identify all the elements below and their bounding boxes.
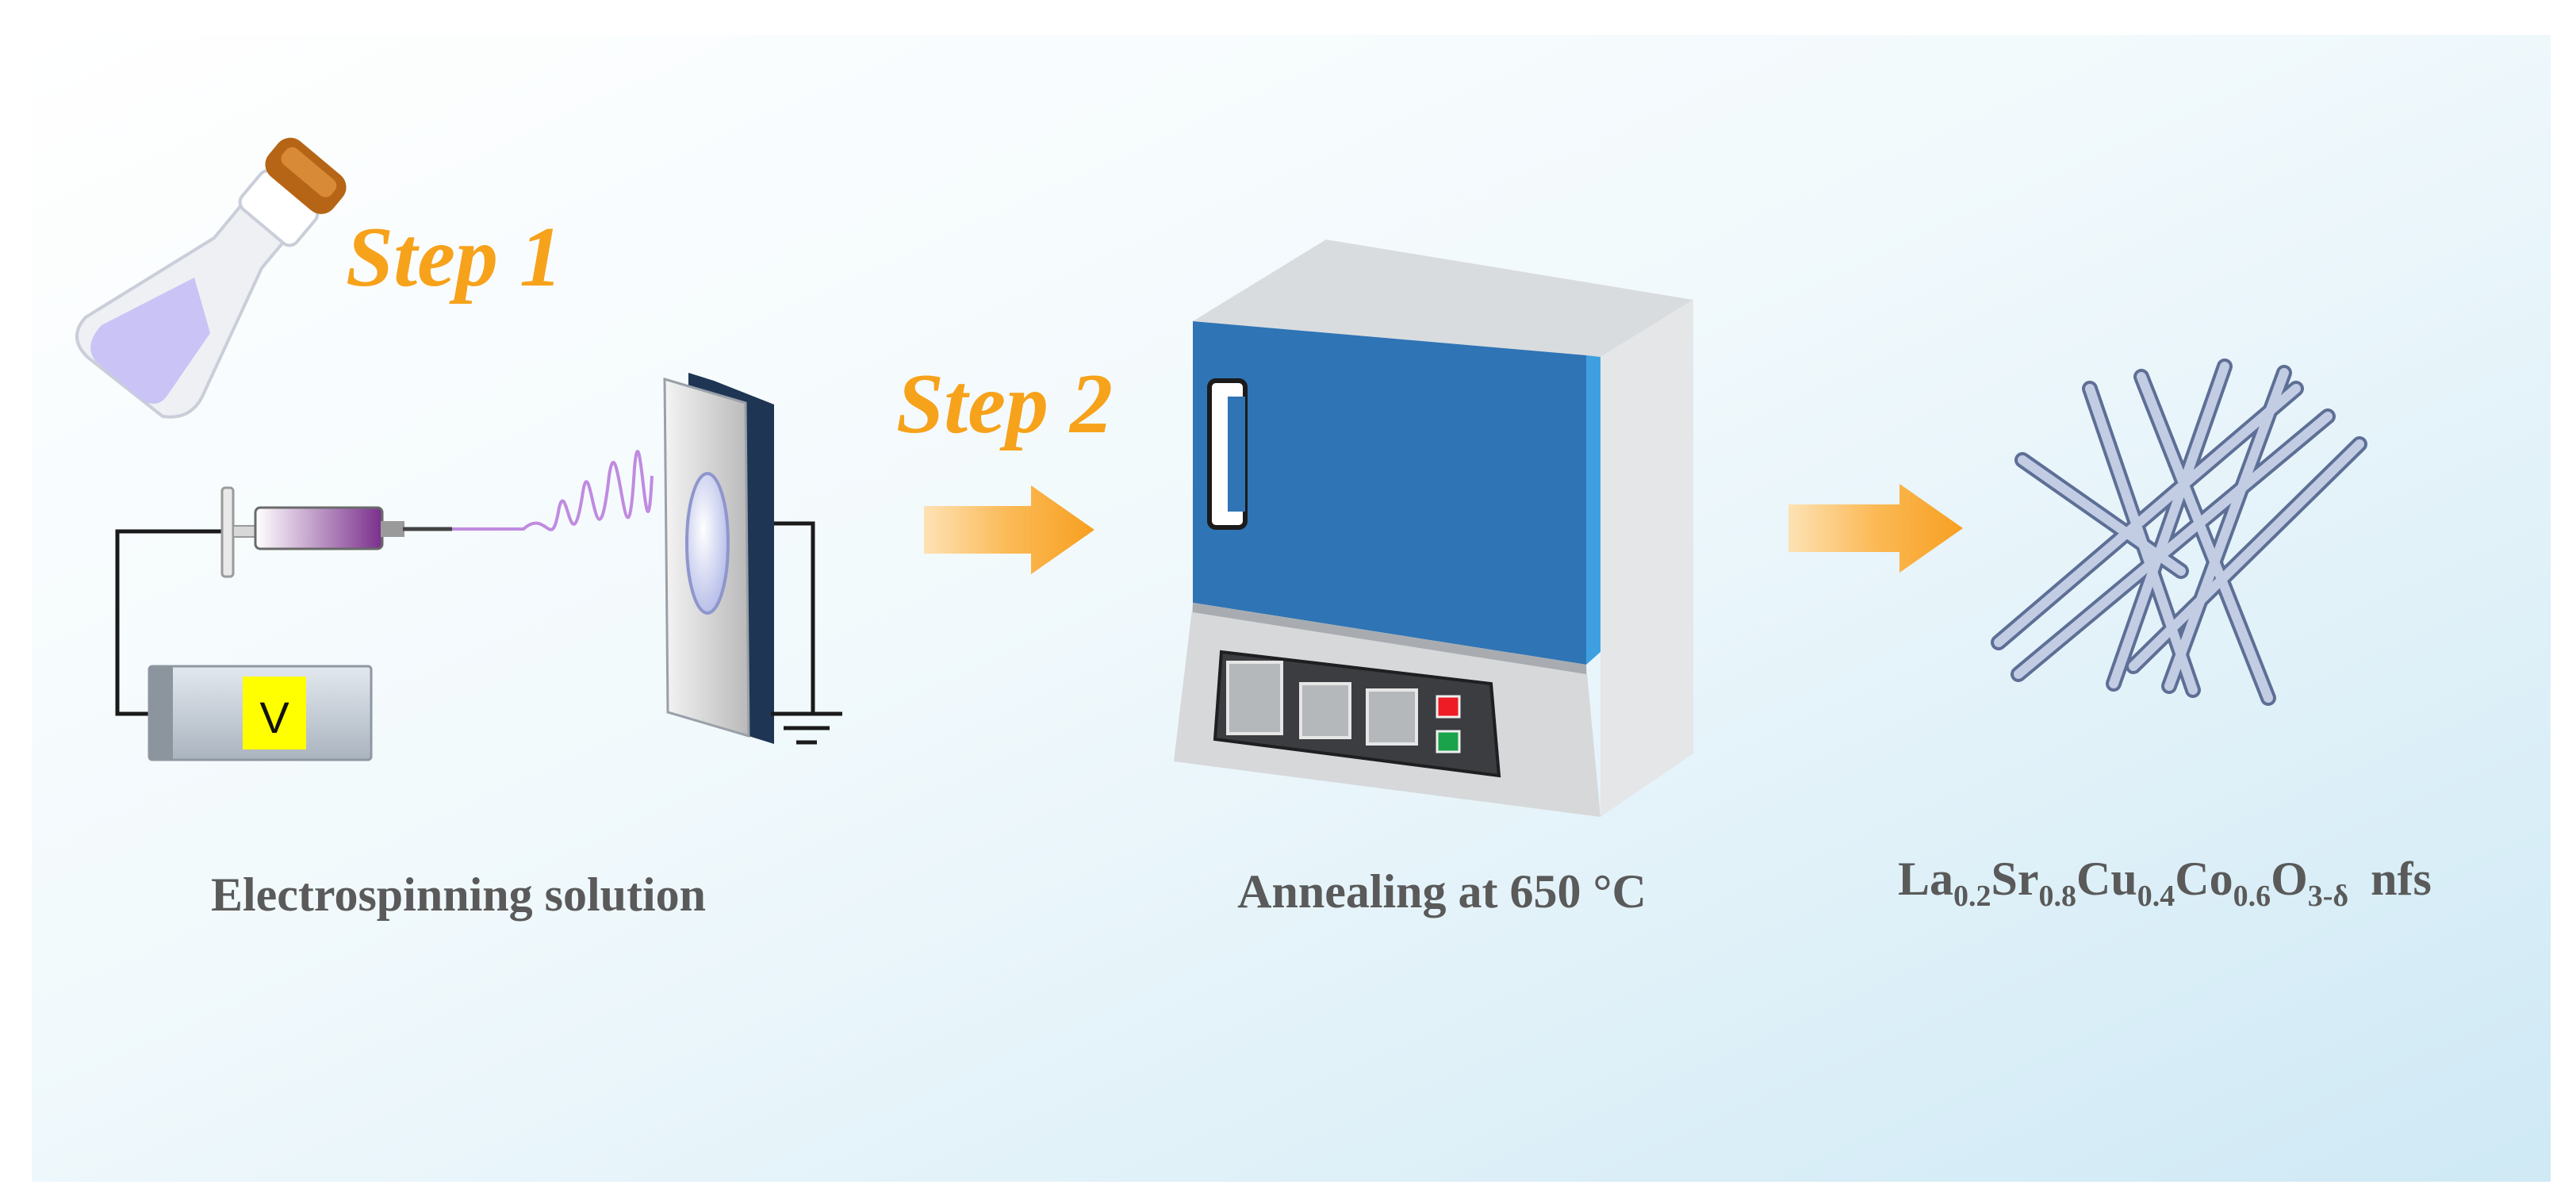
arrow-icon	[924, 485, 1094, 574]
formula-subscript: 0.2	[1953, 880, 1991, 913]
formula-element: Sr	[1991, 853, 2039, 905]
panel-display-2	[1299, 682, 1351, 739]
red-indicator	[1436, 695, 1461, 719]
formula-subscript: 0.4	[2137, 880, 2175, 913]
formula-element: Co	[2175, 853, 2233, 905]
product-caption: La0.2Sr0.8Cu0.4Co0.6O3-δ nfs	[1898, 853, 2432, 913]
formula-suffix: nfs	[2371, 853, 2432, 905]
electrospinning-caption: Electrospinning solution	[211, 868, 706, 921]
arrow-icon	[1788, 484, 1963, 573]
furnace-icon	[1174, 240, 1693, 817]
voltmeter-display	[243, 677, 306, 750]
nanofibers-icon	[1991, 358, 2367, 706]
control-panel	[1213, 650, 1501, 778]
collector-plate-icon	[663, 373, 774, 744]
step1-label: Step 1	[346, 210, 562, 305]
panel-display-1	[1226, 661, 1283, 735]
green-indicator	[1436, 730, 1461, 753]
flask-icon	[75, 137, 347, 419]
circuit-wires	[115, 521, 815, 716]
formula-subscript: 3-δ	[2308, 880, 2348, 913]
formula-element: Cu	[2076, 853, 2137, 905]
formula-element: O	[2271, 853, 2308, 905]
voltage-source-icon: V	[148, 665, 373, 761]
ground-icon	[771, 711, 842, 745]
annealing-caption: Annealing at 650 °C	[1237, 865, 1646, 918]
fiber-jet	[452, 450, 654, 531]
syringe-icon	[220, 486, 452, 578]
formula-element: La	[1898, 853, 1953, 905]
panel-display-3	[1366, 688, 1418, 746]
voltmeter-label: V	[259, 692, 289, 742]
formula-subscript: 0.8	[2039, 880, 2077, 913]
step2-label: Step 2	[896, 357, 1113, 451]
formula-subscript: 0.6	[2233, 880, 2271, 913]
